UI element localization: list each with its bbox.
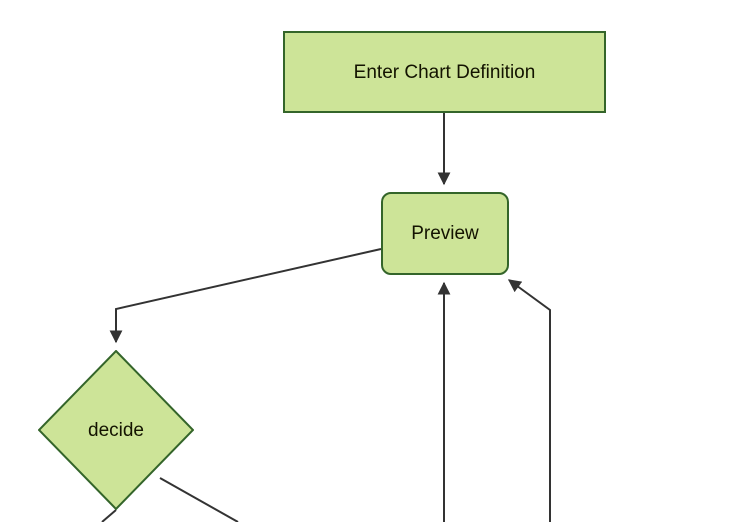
node-decide[interactable]: decide [38,350,194,510]
edge-decide-right-out [159,477,239,522]
diamond-shape [38,350,194,510]
node-label: Enter Chart Definition [353,61,536,83]
node-preview[interactable]: Preview [381,192,509,275]
node-label: decide [88,419,144,441]
node-enter-chart-definition[interactable]: Enter Chart Definition [283,31,606,113]
edge-preview-to-decide [109,248,382,344]
edge-decide-bottom-out [101,509,117,522]
node-label: Preview [411,223,479,244]
edge-bottom-right-to-preview [507,279,551,522]
